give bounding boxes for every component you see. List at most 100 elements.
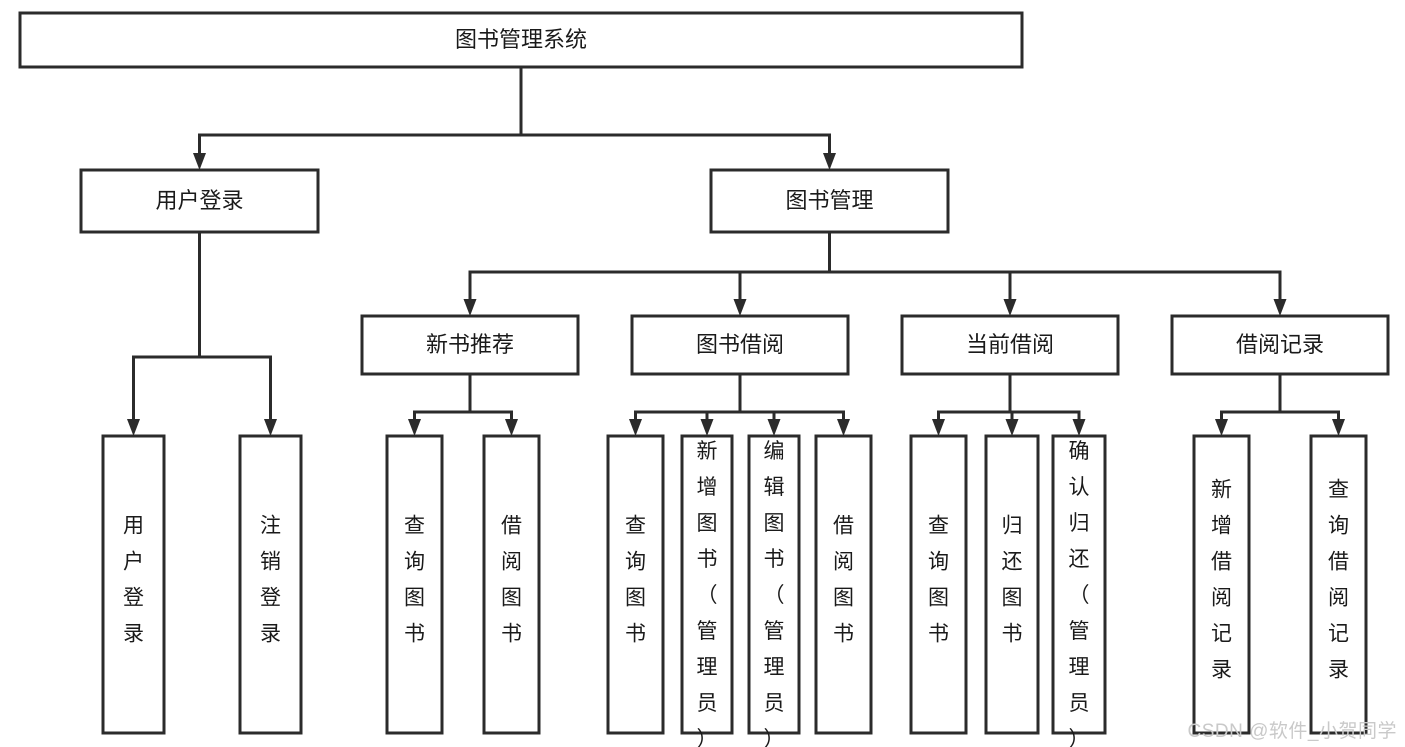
node-leaf-新增图书管理员-5-label: 新增图书（管理员） [697, 440, 718, 747]
edge-book-mgmt-to-图书借阅-1 [733, 232, 831, 316]
edge-book-mgmt-to-新书推荐-0-line [468, 232, 831, 299]
edge-借阅记录-to-leaf-1-line [1278, 374, 1340, 419]
node-leaf-用户登录-0[interactable]: 用户登录 [101, 434, 166, 735]
node-leaf-查询借阅记录-12[interactable]: 查询借阅记录 [1309, 434, 1368, 735]
node-leaf-归还图书-9[interactable]: 归还图书 [984, 434, 1040, 735]
edge-root-to-用户登录-0-arrowhead-icon [193, 153, 206, 170]
edge-借阅记录-to-leaf-1 [1278, 374, 1345, 436]
node-leaf-查询图书-2[interactable]: 查询图书 [385, 434, 444, 735]
node-leaf-用户登录-0-box[interactable] [101, 434, 166, 735]
edge-book-mgmt-to-当前借阅-2 [828, 232, 1017, 316]
node-leaf-查询图书-2-label: 查询图书 [404, 515, 425, 646]
node-level2-图书管理-1[interactable]: 图书管理 [709, 168, 950, 234]
node-leaf-归还图书-9-box[interactable] [984, 434, 1040, 735]
node-layer: 图书管理系统用户登录图书管理新书推荐图书借阅当前借阅借阅记录用户登录注销登录查询… [18, 11, 1390, 747]
node-leaf-查询图书-8-label: 查询图书 [928, 515, 949, 646]
node-leaf-借阅图书-7-label: 借阅图书 [833, 515, 854, 646]
node-leaf-归还图书-9-label: 归还图书 [1002, 515, 1023, 646]
node-level2-用户登录-0[interactable]: 用户登录 [79, 168, 320, 234]
csdn-watermark: CSDN @软件_小贺同学 [1187, 721, 1397, 742]
edge-root-to-图书管理-1-line [519, 67, 831, 153]
node-leaf-确认归还管理员-10-box[interactable] [1051, 434, 1107, 735]
node-level2-用户登录-0-box[interactable] [79, 168, 320, 234]
edge-当前借阅-to-leaf-0-arrowhead-icon [932, 419, 945, 436]
node-leaf-新增借阅记录-11-box[interactable] [1192, 434, 1251, 735]
edge-user-login-to-leaf-0-arrowhead-icon [127, 419, 140, 436]
node-leaf-确认归还管理员-10[interactable]: 确认归还（管理员） [1051, 434, 1107, 747]
node-level3-图书借阅-1-box[interactable] [630, 314, 850, 376]
node-leaf-编辑图书管理员-6-label: 编辑图书（管理员） [764, 440, 785, 747]
node-leaf-借阅图书-7-box[interactable] [814, 434, 873, 735]
node-leaf-注销登录-1[interactable]: 注销登录 [238, 434, 303, 735]
edge-book-mgmt-to-图书借阅-1-line [738, 232, 831, 299]
edge-book-mgmt-to-当前借阅-2-arrowhead-icon [1003, 299, 1017, 316]
node-level3-新书推荐-0-box[interactable] [360, 314, 580, 376]
node-root-system-box[interactable] [18, 11, 1024, 69]
edge-借阅记录-to-leaf-0-line [1220, 374, 1282, 419]
edge-book-mgmt-to-借阅记录-3-line [828, 232, 1282, 299]
node-level2-图书管理-1-box[interactable] [709, 168, 950, 234]
node-leaf-编辑图书管理员-6-box[interactable] [747, 434, 801, 735]
edge-图书借阅-to-leaf-1-arrowhead-icon [700, 419, 714, 436]
node-leaf-查询图书-8[interactable]: 查询图书 [909, 434, 968, 735]
node-level2-用户登录-0-label: 用户登录 [155, 188, 243, 213]
node-leaf-注销登录-1-box[interactable] [238, 434, 303, 735]
edge-图书借阅-to-leaf-2 [738, 374, 781, 436]
edge-新书推荐-to-leaf-1 [468, 374, 518, 436]
node-leaf-新增图书管理员-5-box[interactable] [680, 434, 734, 735]
node-level3-借阅记录-3[interactable]: 借阅记录 [1170, 314, 1390, 376]
node-level3-新书推荐-0-label: 新书推荐 [426, 332, 514, 357]
node-leaf-确认归还管理员-10-label: 确认归还（管理员） [1069, 440, 1090, 747]
node-leaf-借阅图书-7[interactable]: 借阅图书 [814, 434, 873, 735]
edge-借阅记录-to-leaf-0-arrowhead-icon [1215, 419, 1228, 436]
node-level3-图书借阅-1[interactable]: 图书借阅 [630, 314, 850, 376]
node-level3-当前借阅-2[interactable]: 当前借阅 [900, 314, 1120, 376]
node-level3-借阅记录-3-label: 借阅记录 [1236, 332, 1324, 357]
edge-新书推荐-to-leaf-0-arrowhead-icon [408, 419, 421, 436]
node-level3-图书借阅-1-label: 图书借阅 [696, 332, 784, 357]
edge-新书推荐-to-leaf-1-line [468, 374, 513, 419]
node-leaf-查询图书-4[interactable]: 查询图书 [606, 434, 665, 735]
edge-root-to-用户登录-0 [193, 67, 523, 170]
node-leaf-借阅图书-3[interactable]: 借阅图书 [482, 434, 541, 735]
edge-当前借阅-to-leaf-2-arrowhead-icon [1072, 419, 1086, 436]
node-leaf-查询图书-8-box[interactable] [909, 434, 968, 735]
edge-book-mgmt-to-新书推荐-0-arrowhead-icon [463, 299, 477, 316]
edge-user-login-to-leaf-0-line [132, 232, 201, 419]
edge-user-login-to-leaf-1-arrowhead-icon [264, 419, 277, 436]
connector-layer [127, 67, 1345, 436]
edge-root-to-图书管理-1-arrowhead-icon [823, 153, 836, 170]
edge-图书借阅-to-leaf-3-line [738, 374, 845, 419]
node-leaf-查询图书-4-box[interactable] [606, 434, 665, 735]
node-leaf-新增借阅记录-11[interactable]: 新增借阅记录 [1192, 434, 1251, 735]
node-level3-当前借阅-2-box[interactable] [900, 314, 1120, 376]
node-leaf-编辑图书管理员-6[interactable]: 编辑图书（管理员） [747, 434, 801, 747]
edge-新书推荐-to-leaf-0-line [413, 374, 472, 419]
node-leaf-用户登录-0-label: 用户登录 [123, 515, 144, 646]
edge-当前借阅-to-leaf-0 [932, 374, 1012, 436]
edge-当前借阅-to-leaf-2-line [1008, 374, 1081, 419]
edge-图书借阅-to-leaf-3-arrowhead-icon [837, 419, 850, 436]
edge-当前借阅-to-leaf-1-arrowhead-icon [1005, 419, 1019, 436]
edge-新书推荐-to-leaf-0 [408, 374, 472, 436]
edge-当前借阅-to-leaf-0-line [937, 374, 1012, 419]
edge-user-login-to-leaf-1 [198, 232, 277, 436]
node-level2-图书管理-1-label: 图书管理 [785, 188, 873, 213]
edge-借阅记录-to-leaf-0 [1215, 374, 1282, 436]
node-leaf-新增图书管理员-5[interactable]: 新增图书（管理员） [680, 434, 734, 747]
node-leaf-查询借阅记录-12-box[interactable] [1309, 434, 1368, 735]
node-leaf-新增借阅记录-11-label: 新增借阅记录 [1211, 479, 1232, 682]
edge-当前借阅-to-leaf-1 [1005, 374, 1019, 436]
edge-book-mgmt-to-借阅记录-3 [828, 232, 1287, 316]
node-leaf-查询图书-2-box[interactable] [385, 434, 444, 735]
node-level3-借阅记录-3-box[interactable] [1170, 314, 1390, 376]
node-leaf-注销登录-1-label: 注销登录 [260, 515, 281, 646]
node-level3-新书推荐-0[interactable]: 新书推荐 [360, 314, 580, 376]
edge-图书借阅-to-leaf-1 [700, 374, 742, 436]
edge-book-mgmt-to-当前借阅-2-line [828, 232, 1012, 299]
node-root-system[interactable]: 图书管理系统 [18, 11, 1024, 69]
edge-user-login-to-leaf-1-line [198, 232, 272, 419]
node-leaf-借阅图书-3-box[interactable] [482, 434, 541, 735]
edge-root-to-用户登录-0-line [198, 67, 523, 153]
